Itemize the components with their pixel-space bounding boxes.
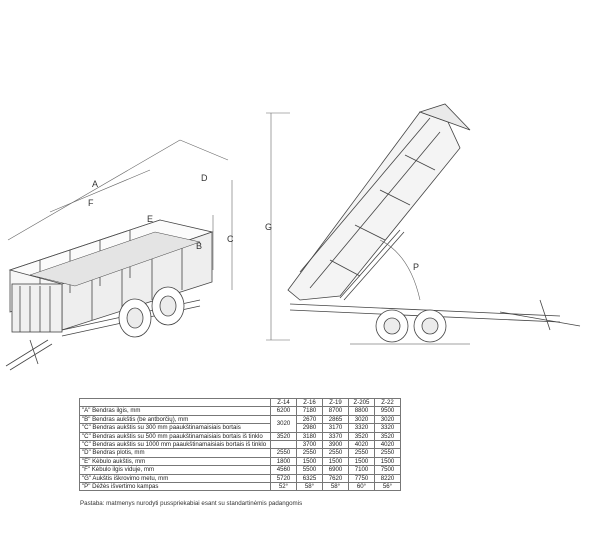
trailer-drawings: A F D E B C G P [5, 103, 581, 371]
cell: 2670 [296, 414, 323, 425]
row-label: "C" Bendras aukštis su 500 mm paaukština… [79, 431, 271, 442]
col-header: Z-19 [322, 397, 349, 408]
cell: 5720 [270, 473, 297, 484]
cell: 3020 [348, 414, 375, 425]
table-row: "C" Bendras aukštis su 500 mm paaukština… [79, 431, 401, 442]
cell: 3320 [348, 423, 375, 433]
cell: 3170 [322, 423, 349, 433]
cell: 9500 [374, 406, 401, 416]
cell: 5500 [296, 465, 323, 475]
footnote: Pastaba: matmenys nurodyti pusspriekabia… [80, 500, 303, 507]
table-row: "E" Kėbulo aukštis, mm 1800 1500 1500 15… [79, 456, 401, 467]
cell: 3520 [374, 431, 401, 442]
cell: 3020 [374, 414, 401, 425]
label-g: G [265, 222, 272, 232]
row-label: "E" Kėbulo aukštis, mm [79, 456, 271, 467]
cell: 7180 [296, 406, 323, 416]
cell: 2865 [322, 414, 349, 425]
table-corner [79, 397, 271, 408]
isometric-trailer-view [5, 139, 233, 371]
table-header-row: Z-14 Z-16 Z-19 Z-205 Z-22 [79, 397, 401, 408]
label-d: D [201, 173, 208, 183]
label-a: A [92, 179, 98, 189]
label-f: F [88, 198, 94, 208]
table-row: "P" Dėžės išvertimo kampas 52° 58° 58° 6… [79, 482, 401, 492]
cell: 56° [374, 482, 401, 492]
cell: 2550 [296, 448, 323, 458]
label-p: P [413, 262, 419, 272]
label-e: E [147, 214, 153, 224]
row-label: "B" Bendras aukštis (be antborčių), mm [79, 414, 271, 425]
cell: 3520 [270, 431, 297, 442]
cell: 1500 [348, 456, 375, 467]
cell: 7100 [348, 465, 375, 475]
cell: 6900 [322, 465, 349, 475]
cell: 8700 [322, 406, 349, 416]
cell: 1500 [322, 456, 349, 467]
table-row: "B" Bendras aukštis (be antborčių), mm 3… [79, 414, 401, 433]
cell [270, 440, 297, 450]
cell: 3370 [322, 431, 349, 442]
cell: 1500 [374, 456, 401, 467]
row-label: "D" Bendras plotis, mm [79, 448, 271, 458]
cell: 2550 [374, 448, 401, 458]
cell: 7750 [348, 473, 375, 484]
cell: 58° [296, 482, 323, 492]
cell: 6200 [270, 406, 297, 416]
cell: 2550 [322, 448, 349, 458]
label-b: B [196, 241, 202, 251]
cell: 3320 [374, 423, 401, 433]
spec-table: Z-14 Z-16 Z-19 Z-205 Z-22 "A" Bendras il… [79, 397, 401, 492]
col-header: Z-14 [270, 397, 297, 408]
cell: 2550 [270, 448, 297, 458]
cell: 4020 [348, 440, 375, 450]
table-row: "D" Bendras plotis, mm 2550 2550 2550 25… [79, 448, 401, 458]
cell: 7500 [374, 465, 401, 475]
col-header: Z-205 [348, 397, 375, 408]
cell: 52° [270, 482, 297, 492]
cell: 4560 [270, 465, 297, 475]
cell: 8220 [374, 473, 401, 484]
row-label: "G" Aukštis iškrovimo metu, mm [79, 473, 271, 484]
table-row: "C" Bendras aukštis su 1000 mm paaukštin… [79, 440, 401, 450]
cell: 3180 [296, 431, 323, 442]
col-header: Z-22 [374, 397, 401, 408]
cell: 1500 [296, 456, 323, 467]
cell: 6325 [296, 473, 323, 484]
label-c: C [227, 234, 234, 244]
row-label: "A" Bendras ilgis, mm [79, 406, 271, 416]
cell: 2980 [296, 423, 323, 433]
cell: 1800 [270, 456, 297, 467]
cell: 58° [322, 482, 349, 492]
cell: 4020 [374, 440, 401, 450]
cell: 3520 [348, 431, 375, 442]
row-label: "P" Dėžės išvertimo kampas [79, 482, 271, 492]
cell: 2550 [348, 448, 375, 458]
cell: 3700 [296, 440, 323, 450]
cell: 60° [348, 482, 375, 492]
cell: 3900 [322, 440, 349, 450]
table-row: "A" Bendras ilgis, mm 6200 7180 8700 880… [79, 406, 401, 416]
cell: 7620 [322, 473, 349, 484]
row-label: "C" Bendras aukštis su 300 mm paaukština… [79, 423, 271, 433]
cell: 3020 [270, 414, 297, 433]
col-header: Z-16 [296, 397, 323, 408]
table-row: "G" Aukštis iškrovimo metu, mm 5720 6325… [79, 473, 401, 484]
cell: 8800 [348, 406, 375, 416]
tipping-trailer-view [266, 103, 581, 345]
table-row: "F" Kėbulo ilgis viduje, mm 4560 5500 69… [79, 465, 401, 475]
row-label: "C" Bendras aukštis su 1000 mm paaukštin… [79, 440, 271, 450]
row-label: "F" Kėbulo ilgis viduje, mm [79, 465, 271, 475]
table-row: "C" Bendras aukštis su 300 mm paaukština… [79, 423, 401, 433]
